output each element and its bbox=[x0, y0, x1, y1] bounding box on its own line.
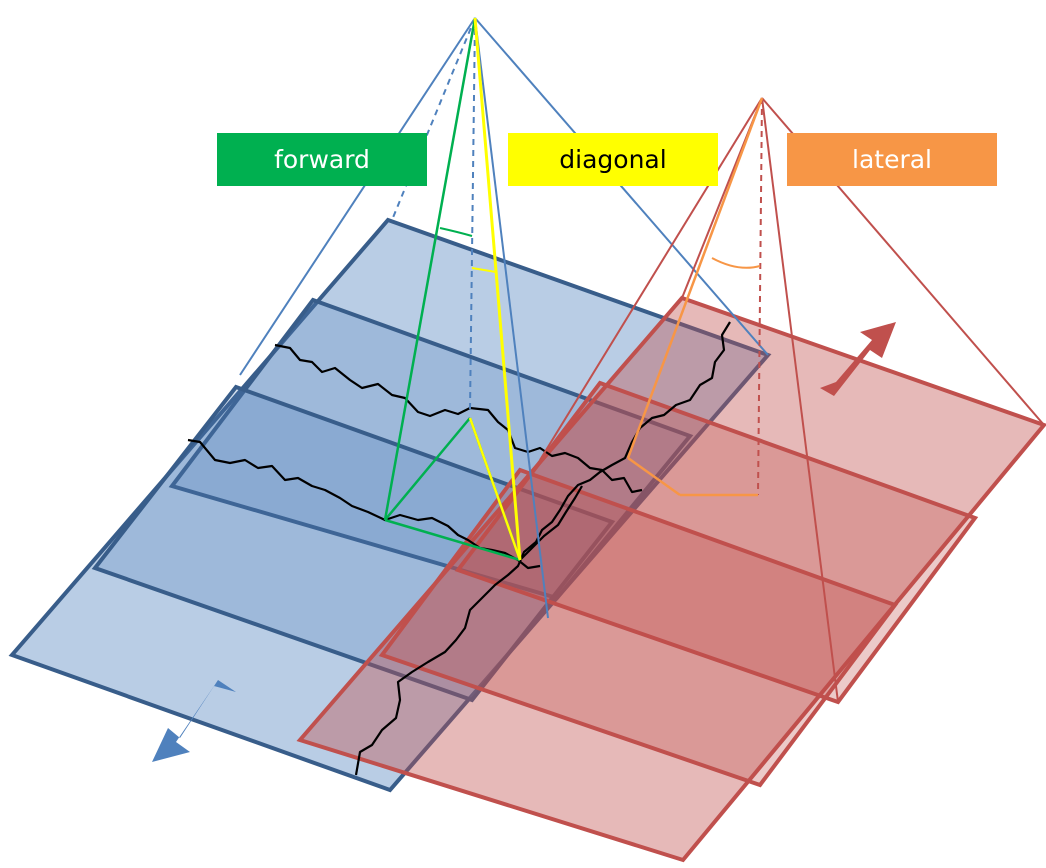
red-direction-arrow bbox=[820, 322, 896, 396]
diagonal-label-box bbox=[508, 133, 718, 186]
pyramid-left-edge-1 bbox=[239, 17, 476, 376]
pyramid-left bbox=[239, 17, 769, 619]
forward-label-box bbox=[217, 133, 427, 186]
blue-footprint-band-2 bbox=[91, 384, 616, 703]
lateral-ray-1 bbox=[626, 97, 764, 459]
diagonal-ray bbox=[473, 17, 522, 561]
pyramid-right bbox=[539, 97, 1045, 703]
forward-angle-arc bbox=[439, 227, 473, 237]
lateral-label-box bbox=[787, 133, 997, 186]
diagonal-ray-2 bbox=[468, 417, 522, 561]
forward-ray-2 bbox=[384, 417, 471, 521]
blue-swath bbox=[8, 217, 772, 793]
pyramid-right-nadir bbox=[757, 97, 763, 496]
diagonal-angle-arc bbox=[471, 267, 497, 273]
forward-label: forward bbox=[274, 145, 370, 174]
blue-footprint-band-1 bbox=[168, 297, 694, 601]
lateral-ray-2 bbox=[627, 456, 681, 497]
pyramid-left-edge-2 bbox=[474, 17, 769, 356]
blue-direction-arrow bbox=[152, 680, 236, 762]
red-footprint-band-2 bbox=[378, 467, 899, 788]
lateral-angle-arc bbox=[711, 257, 761, 269]
pyramid-right-edge-3 bbox=[761, 97, 839, 703]
forward-ray-1 bbox=[383, 17, 477, 521]
forward-ray-4 bbox=[384, 518, 521, 562]
motion-arrows bbox=[152, 322, 896, 762]
pyramid-left-edge-4 bbox=[391, 17, 476, 221]
track-line-branch bbox=[519, 485, 583, 561]
track-line-vertical bbox=[354, 321, 731, 776]
blue-outer-footprint bbox=[8, 217, 772, 793]
diagonal-label: diagonal bbox=[559, 145, 667, 174]
lateral-label: lateral bbox=[852, 145, 932, 174]
pyramid-right-edge-1 bbox=[539, 97, 763, 461]
pyramid-left-edge-3 bbox=[474, 17, 549, 619]
red-swath bbox=[296, 295, 1046, 863]
